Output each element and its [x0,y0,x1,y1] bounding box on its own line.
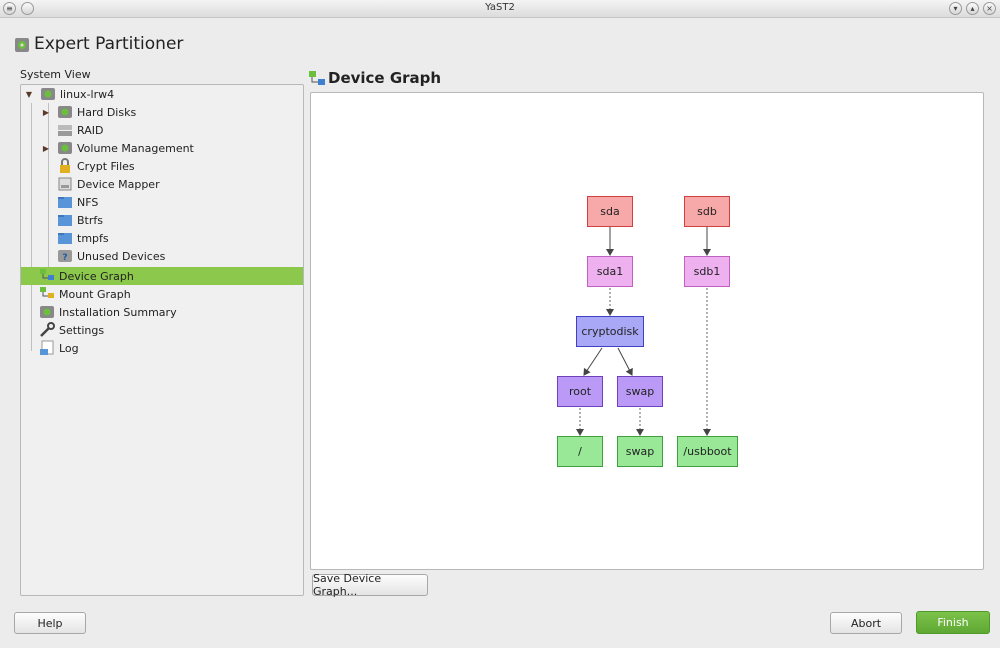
tree-item-label: linux-lrw4 [60,87,115,101]
log-icon [39,340,55,356]
device-mapper-icon [57,176,73,192]
hdd-icon [39,304,55,320]
node-sdb[interactable]: sdb [684,196,730,227]
page-title: Expert Partitioner [34,34,184,54]
tree-item-installation-summary[interactable]: Installation Summary [21,303,303,321]
app-menu-icon[interactable]: ≡ [3,2,16,15]
edge-cryptodisk-root [583,347,603,376]
lock-icon [57,158,73,174]
tree-item-crypt-files[interactable]: Crypt Files [21,157,303,175]
tree-item-volume-management[interactable]: ▶ Volume Management [21,139,303,157]
node-mount-usbboot[interactable]: /usbboot [677,436,738,467]
abort-button[interactable]: Abort [830,612,902,634]
tree-item-nfs[interactable]: NFS [21,193,303,211]
tree-item-label: tmpfs [77,231,109,245]
finish-button[interactable]: Finish [916,611,990,634]
graph-edges [576,227,711,436]
node-sdb1[interactable]: sdb1 [684,256,730,287]
node-root[interactable]: root [557,376,603,407]
tree-item-label: Mount Graph [59,287,131,301]
node-sda1[interactable]: sda1 [587,256,633,287]
tree-item-label: Device Graph [59,269,134,283]
tree-item-label: RAID [77,123,104,137]
tree-item-label: Device Mapper [77,177,160,191]
hdd-icon [57,140,73,156]
raid-icon [57,122,73,138]
window-title: YaST2 [485,2,515,13]
close-icon[interactable]: × [983,2,996,15]
node-sda[interactable]: sda [587,196,633,227]
system-view-label: System View [20,68,91,81]
graph-icon [308,70,325,86]
hdd-question-icon: ? [57,248,73,264]
folder-icon [57,230,73,246]
node-swap-volume[interactable]: swap [617,376,663,407]
tree-item-label: Btrfs [77,213,103,227]
folder-icon [57,194,73,210]
tree-item-label: Log [59,341,79,355]
tree-item-btrfs[interactable]: Btrfs [21,211,303,229]
tree-item-device-graph[interactable]: Device Graph [21,267,303,285]
device-graph-title: Device Graph [328,69,442,87]
graph-icon [39,268,55,284]
tree-item-label: Hard Disks [77,105,137,119]
tree-item-log[interactable]: Log [21,339,303,357]
tree-item-unused-devices[interactable]: ? Unused Devices [21,247,303,265]
tree-item-label: Volume Management [77,141,194,155]
system-view-tree[interactable]: ▼ linux-lrw4 ▶ Hard Disks RAID ▶ Volume … [20,84,304,596]
device-graph-canvas[interactable]: sda sda1 cryptodisk root swap / swap sdb… [310,92,984,570]
hdd-icon [14,36,30,52]
tree-item-hard-disks[interactable]: ▶ Hard Disks [21,103,303,121]
tree-item-device-mapper[interactable]: Device Mapper [21,175,303,193]
hdd-icon [57,104,73,120]
maximize-icon[interactable]: ▴ [966,2,979,15]
tree-item-linux-lrw4[interactable]: ▼ linux-lrw4 [21,85,303,103]
tree-item-label: NFS [77,195,99,209]
tree-item-mount-graph[interactable]: Mount Graph [21,285,303,303]
help-button[interactable]: Help [14,612,86,634]
tree-item-tmpfs[interactable]: tmpfs [21,229,303,247]
node-cryptodisk[interactable]: cryptodisk [576,316,644,347]
edge-cryptodisk-swap [617,347,633,376]
tree-item-raid[interactable]: RAID [21,121,303,139]
tree-item-label: Installation Summary [59,305,177,319]
tree-item-label: Settings [59,323,105,337]
node-mount-root[interactable]: / [557,436,603,467]
page-header: Expert Partitioner [14,34,183,54]
tree-item-settings[interactable]: Settings [21,321,303,339]
collapse-arrow-icon[interactable]: ▼ [25,89,33,99]
wrench-icon [39,322,55,338]
folder-icon [57,212,73,228]
window-pin-icon[interactable] [21,2,34,15]
expand-arrow-icon[interactable]: ▶ [42,143,50,153]
expand-arrow-icon[interactable]: ▶ [42,107,50,117]
tree-item-label: Crypt Files [77,159,135,173]
node-mount-swap[interactable]: swap [617,436,663,467]
tree-item-label: Unused Devices [77,249,166,263]
device-graph-heading: Device Graph [308,69,441,87]
minimize-icon[interactable]: ▾ [949,2,962,15]
svg-text:?: ? [62,253,67,263]
window-titlebar: ≡ YaST2 ▾ ▴ × [0,0,1000,18]
graph-icon [39,286,55,302]
save-device-graph-button[interactable]: Save Device Graph... [312,572,428,598]
hdd-icon [40,86,56,102]
